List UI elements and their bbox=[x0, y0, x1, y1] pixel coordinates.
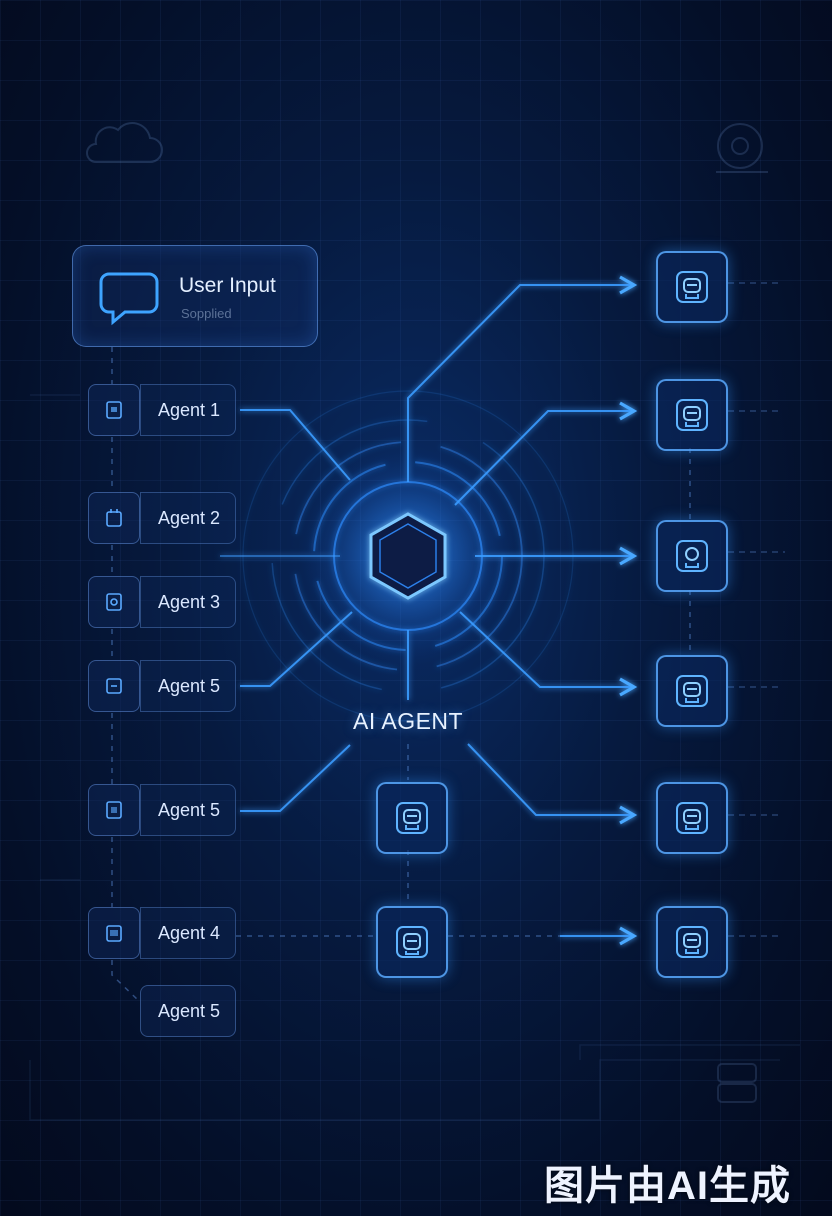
agent-label-box: Agent 4 bbox=[140, 907, 236, 959]
output-node-6[interactable] bbox=[656, 906, 728, 978]
gear-icon bbox=[716, 123, 768, 173]
output-node-3[interactable] bbox=[656, 520, 728, 592]
agent-label-box: Agent 3 bbox=[140, 576, 236, 628]
robot-icon bbox=[676, 802, 708, 834]
agent-label: Agent 4 bbox=[158, 923, 221, 943]
center-node-2[interactable] bbox=[376, 906, 448, 978]
device-icon bbox=[88, 784, 140, 836]
device-icon bbox=[88, 576, 140, 628]
center-node-1[interactable] bbox=[376, 782, 448, 854]
cloud-icon bbox=[86, 122, 163, 163]
agent-label: Agent 5 bbox=[158, 800, 221, 820]
output-node-2[interactable] bbox=[656, 379, 728, 451]
robot-icon bbox=[396, 926, 428, 958]
device-icon bbox=[88, 907, 140, 959]
agent-label: Agent 5 bbox=[158, 1001, 221, 1021]
robot-icon bbox=[676, 926, 708, 958]
agent-label: Agent 5 bbox=[158, 676, 221, 696]
device-icon bbox=[88, 660, 140, 712]
robot-icon bbox=[396, 802, 428, 834]
server-icon bbox=[717, 1063, 757, 1103]
ai-agent-label: AI AGENT bbox=[353, 708, 464, 734]
agent-label: Agent 3 bbox=[158, 592, 221, 612]
output-node-5[interactable] bbox=[656, 782, 728, 854]
agent-label-box: Agent 5 bbox=[140, 660, 236, 712]
agent-label-box: Agent 5 bbox=[140, 784, 236, 836]
robot-icon bbox=[676, 399, 708, 431]
chat-bubble-icon bbox=[99, 272, 159, 326]
agent-row-7[interactable]: Agent 5 bbox=[140, 985, 236, 1037]
agent-label: Agent 2 bbox=[158, 508, 221, 528]
user-input-subtitle: Sopplied bbox=[181, 306, 232, 321]
agent-label: Agent 1 bbox=[158, 400, 221, 420]
output-node-4[interactable] bbox=[656, 655, 728, 727]
ai-generated-watermark: 图片由AI生成 bbox=[544, 1164, 791, 1208]
device-icon bbox=[88, 492, 140, 544]
agent-label-box: Agent 2 bbox=[140, 492, 236, 544]
user-input-title: User Input bbox=[179, 274, 276, 297]
user-input-panel[interactable]: User Input Sopplied bbox=[72, 245, 318, 347]
robot-icon bbox=[676, 675, 708, 707]
device-icon bbox=[88, 384, 140, 436]
output-node-1[interactable] bbox=[656, 251, 728, 323]
robot-icon bbox=[676, 271, 708, 303]
robot-icon bbox=[676, 540, 708, 572]
agent-label-box: Agent 1 bbox=[140, 384, 236, 436]
